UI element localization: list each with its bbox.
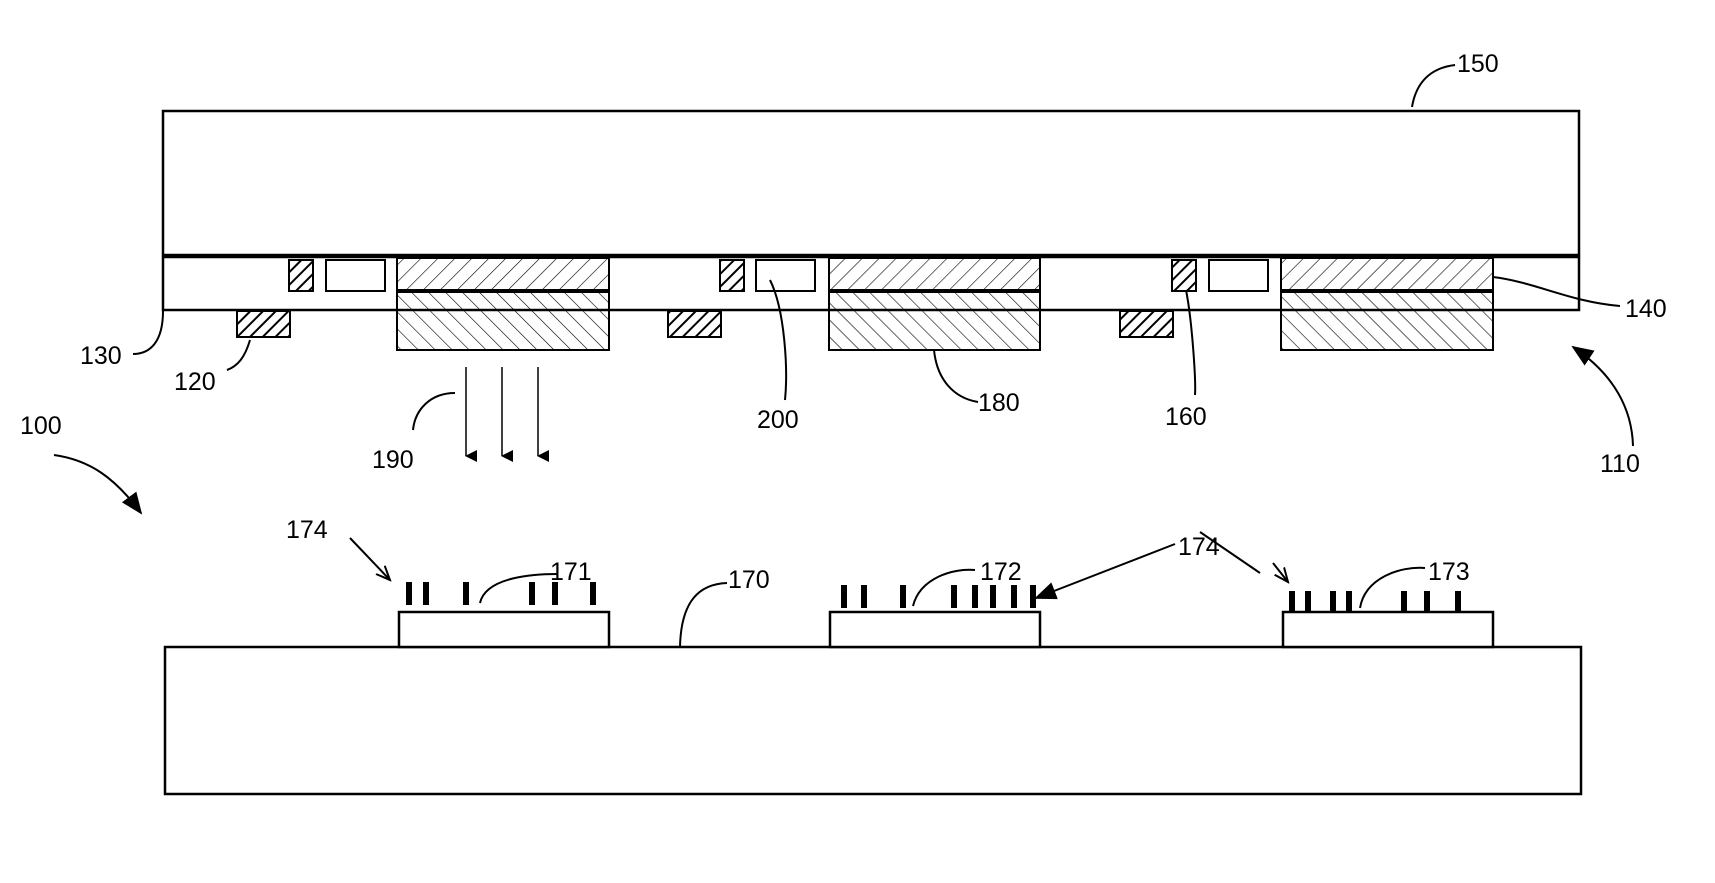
microbump bbox=[406, 582, 412, 605]
microbump bbox=[1455, 591, 1461, 613]
leader-171 bbox=[480, 574, 557, 603]
microbump bbox=[1424, 591, 1430, 613]
label-150: 150 bbox=[1457, 50, 1499, 78]
label-180: 180 bbox=[978, 389, 1020, 417]
microbump bbox=[1305, 591, 1311, 613]
bottom-substrate-170 bbox=[165, 647, 1581, 794]
label-120: 120 bbox=[174, 368, 216, 396]
microbump bbox=[1011, 585, 1017, 608]
target-173 bbox=[1283, 612, 1493, 647]
microbumps-174-center bbox=[841, 585, 1036, 608]
microbumps-174-right bbox=[1289, 591, 1461, 613]
leader-100 bbox=[54, 455, 141, 513]
microbump bbox=[1030, 585, 1036, 608]
label-130: 130 bbox=[80, 342, 122, 370]
pad-200-left bbox=[326, 260, 385, 291]
top-assembly bbox=[163, 111, 1579, 456]
microbump bbox=[951, 585, 957, 608]
leader-174-right-arrow bbox=[1273, 563, 1288, 582]
microbump bbox=[1330, 591, 1336, 613]
leader-120 bbox=[227, 340, 250, 370]
leader-190 bbox=[413, 393, 455, 430]
target-171 bbox=[399, 612, 609, 647]
label-200: 200 bbox=[757, 406, 799, 434]
layer-140-left bbox=[397, 258, 609, 290]
microbump bbox=[861, 585, 867, 608]
bottom-assembly bbox=[165, 582, 1581, 794]
microbump bbox=[990, 585, 996, 608]
label-174-left: 174 bbox=[286, 516, 328, 544]
pad-200-center bbox=[756, 260, 815, 291]
layer-140-right bbox=[1281, 258, 1493, 290]
bump-160-left bbox=[289, 260, 313, 291]
leader-170 bbox=[680, 583, 727, 647]
bump-160-center bbox=[720, 260, 744, 291]
microbump bbox=[1401, 591, 1407, 613]
leader-130 bbox=[133, 311, 163, 354]
bump-120-center bbox=[668, 311, 721, 337]
target-172 bbox=[830, 612, 1040, 647]
leader-110 bbox=[1573, 347, 1633, 446]
block-180-center bbox=[829, 292, 1040, 350]
label-173: 173 bbox=[1428, 558, 1470, 586]
label-160: 160 bbox=[1165, 403, 1207, 431]
microbump bbox=[423, 582, 429, 605]
label-110: 110 bbox=[1600, 450, 1640, 478]
label-174-center: 174 bbox=[1178, 533, 1220, 561]
leader-174-center bbox=[1036, 544, 1175, 598]
microbump bbox=[900, 585, 906, 608]
bump-120-right bbox=[1120, 311, 1173, 337]
block-180-right bbox=[1281, 292, 1493, 350]
emission-arrows-190 bbox=[466, 367, 538, 456]
microbump bbox=[1346, 591, 1352, 613]
pad-200-right bbox=[1209, 260, 1268, 291]
microbump bbox=[463, 582, 469, 605]
microbump bbox=[1289, 591, 1295, 613]
microbump bbox=[972, 585, 978, 608]
block-180-left bbox=[397, 292, 609, 350]
label-171: 171 bbox=[550, 558, 592, 586]
microbump bbox=[529, 582, 535, 605]
label-170: 170 bbox=[728, 566, 770, 594]
bump-160-right bbox=[1172, 260, 1196, 291]
label-100: 100 bbox=[20, 412, 62, 440]
layer-140-center bbox=[829, 258, 1040, 290]
bump-120-left bbox=[237, 311, 290, 337]
leader-174-left bbox=[350, 538, 390, 580]
label-140: 140 bbox=[1625, 295, 1667, 323]
top-substrate-150 bbox=[163, 111, 1579, 255]
microbump bbox=[841, 585, 847, 608]
label-190: 190 bbox=[372, 446, 414, 474]
leader-172 bbox=[913, 570, 975, 606]
leader-180 bbox=[934, 350, 978, 402]
leader-173 bbox=[1360, 568, 1425, 608]
label-172: 172 bbox=[980, 558, 1022, 586]
leader-150 bbox=[1412, 65, 1455, 107]
